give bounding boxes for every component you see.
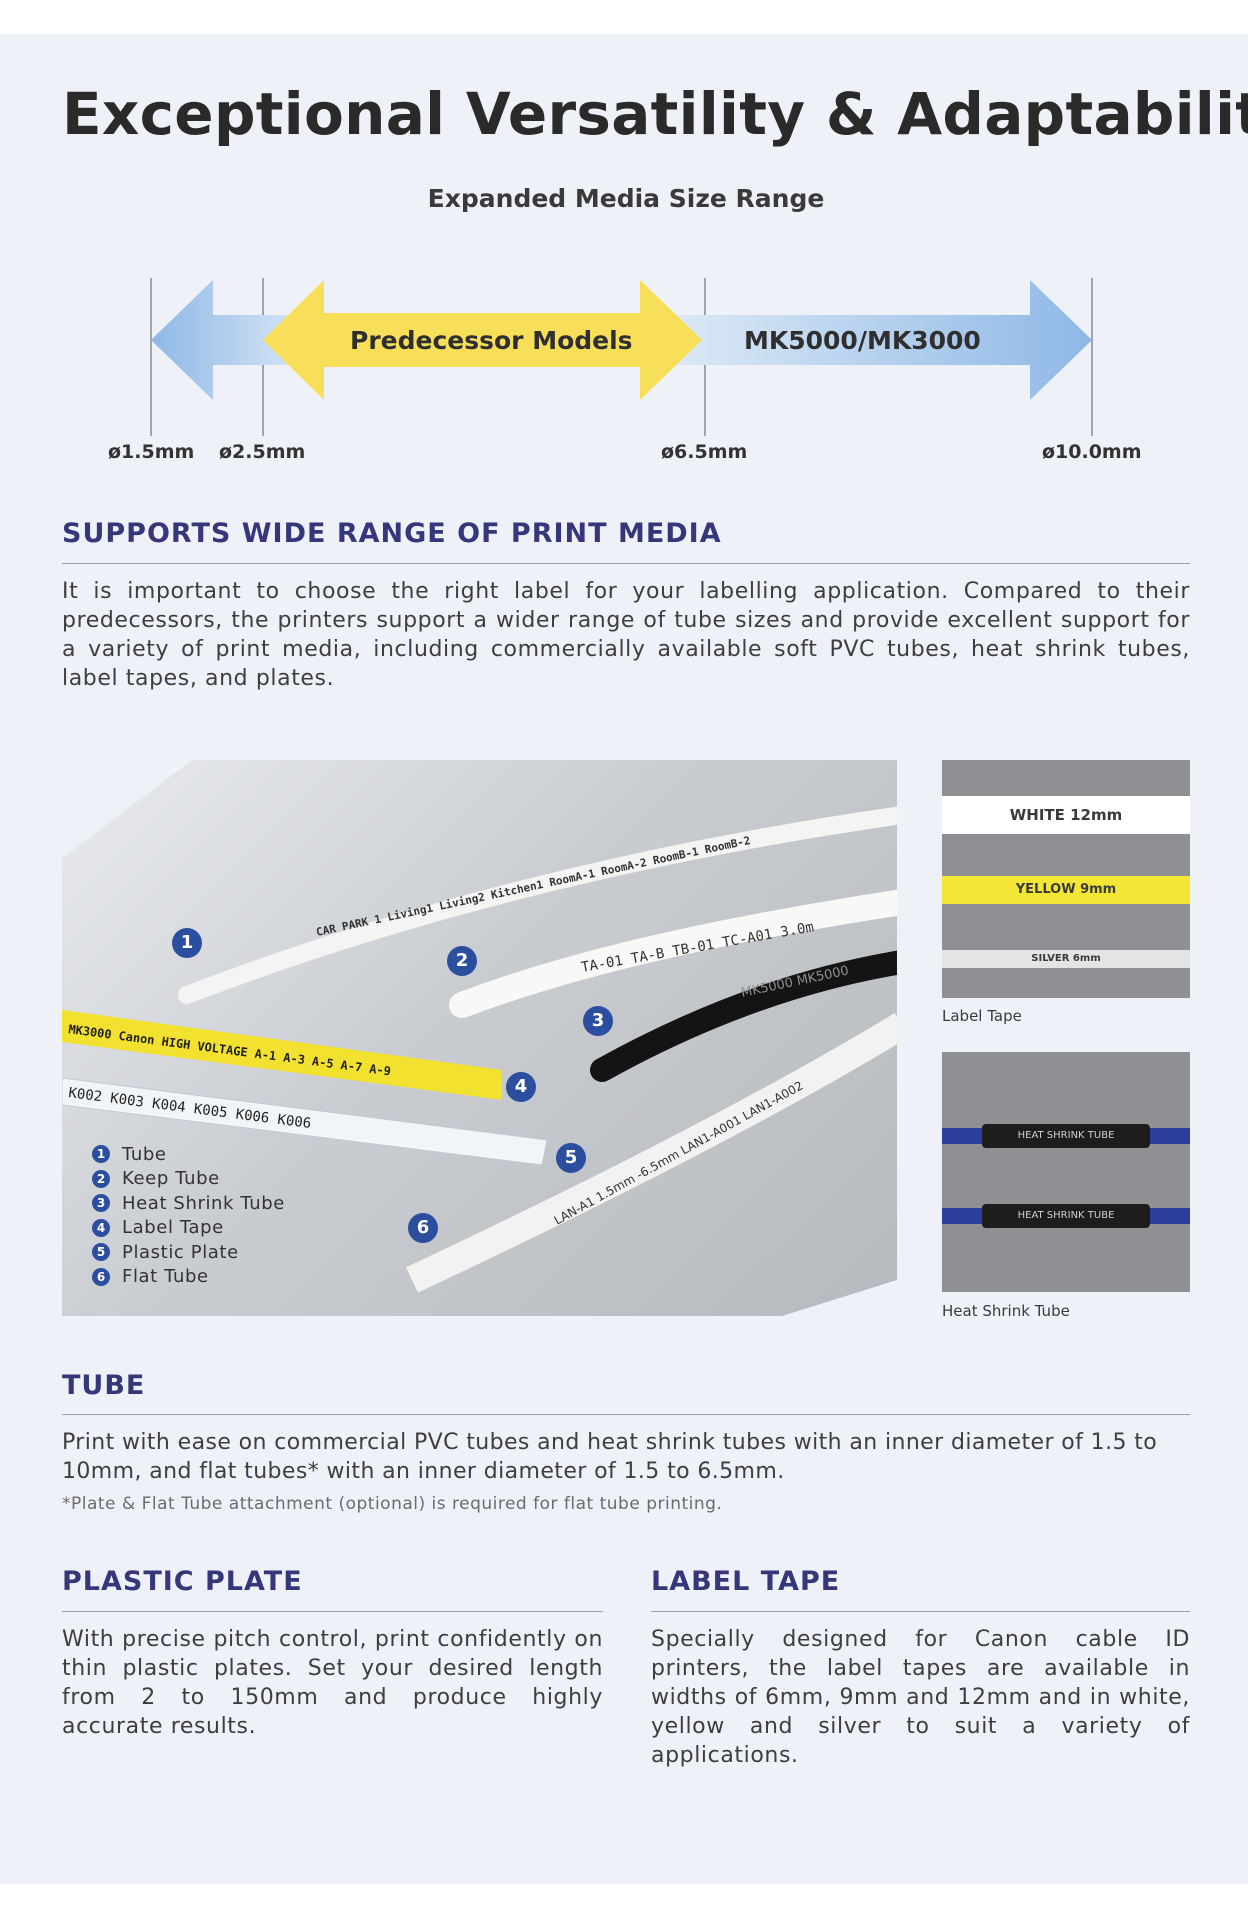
label-tape-strip: [62, 1010, 502, 1100]
legend-label: Flat Tube: [122, 1266, 209, 1288]
divider: [62, 1611, 603, 1612]
range-title: Expanded Media Size Range: [427, 184, 825, 213]
left-expanded-arrow: [151, 280, 302, 400]
tube-text: Print with ease on commercial PVC tubes …: [62, 1430, 1158, 1484]
marker-plastic-plate: 5: [556, 1143, 586, 1173]
label-tape-text: Specially designed for Canon cable ID pr…: [651, 1627, 1190, 1768]
legend-label: Keep Tube: [122, 1168, 220, 1190]
legend-item: 6 Flat Tube: [92, 1265, 285, 1290]
right-expanded-arrow: [642, 280, 1092, 400]
label-tape-image: WHITE 12mm YELLOW 9mm SILVER 6mm: [942, 760, 1190, 998]
marker-heat-shrink-tube: 3: [583, 1006, 613, 1036]
media-size-range-diagram: Expanded Media Size Range Predecessor Mo…: [62, 180, 1190, 463]
legend-item: 5 Plastic Plate: [92, 1240, 285, 1265]
flat-tube: [406, 1013, 897, 1293]
print-media-text: It is important to choose the right labe…: [62, 579, 1190, 691]
range-arrows: [150, 278, 1093, 436]
tick-label-1-5: ø1.5mm: [108, 441, 195, 463]
media-illustration: CAR PARK 1 Living1 Living2 Kitchen1 Room…: [62, 806, 897, 1293]
predecessor-arrow: [263, 280, 702, 400]
white-tape: WHITE 12mm: [942, 796, 1190, 834]
divider: [651, 1611, 1190, 1612]
legend-number: 5: [92, 1243, 110, 1262]
legend-number: 1: [92, 1145, 110, 1164]
legend-item: 3 Heat Shrink Tube: [92, 1191, 285, 1216]
plastic-plate-heading: PLASTIC PLATE: [62, 1566, 303, 1597]
heat-shrink-image: HEAT SHRINK TUBE HEAT SHRINK TUBE: [942, 1052, 1190, 1292]
product-photo: CAR PARK 1 Living1 Living2 Kitchen1 Room…: [62, 760, 897, 1316]
divider: [62, 1414, 1190, 1415]
tube-3: [590, 950, 897, 1082]
legend-number: 2: [92, 1169, 110, 1188]
page-title: Exceptional Versatility & Adaptability: [62, 80, 1248, 148]
tube-note: *Plate & Flat Tube attachment (optional)…: [62, 1494, 723, 1514]
tube-2: [449, 889, 897, 1018]
tube-heading: TUBE: [62, 1370, 146, 1401]
label-tape-heading: LABEL TAPE: [651, 1566, 841, 1597]
flat-tube-print: LAN-A1 1.5mm -6.5mm LAN1-A001 LAN1-A002: [552, 1078, 806, 1227]
heat-shrink-caption: Heat Shrink Tube: [942, 1302, 1070, 1320]
legend-number: 6: [92, 1267, 110, 1286]
current-models-label: MK5000/MK3000: [744, 326, 981, 355]
divider: [62, 563, 1190, 564]
heat-shrink-sleeve: HEAT SHRINK TUBE: [982, 1204, 1150, 1228]
tube-1: [178, 806, 897, 1004]
legend-number: 3: [92, 1194, 110, 1213]
marker-flat-tube: 6: [408, 1213, 438, 1243]
silver-tape: SILVER 6mm: [942, 950, 1190, 968]
print-media-heading: SUPPORTS WIDE RANGE OF PRINT MEDIA: [62, 518, 722, 549]
legend-label: Label Tape: [122, 1217, 224, 1239]
marker-keep-tube: 2: [447, 946, 477, 976]
plastic-plate-text: With precise pitch control, print confid…: [62, 1627, 603, 1739]
legend-item: 4 Label Tape: [92, 1216, 285, 1241]
label-tape-caption: Label Tape: [942, 1007, 1022, 1025]
tick-label-10: ø10.0mm: [1042, 441, 1142, 463]
legend-label: Plastic Plate: [122, 1241, 239, 1263]
predecessor-label: Predecessor Models: [350, 326, 633, 355]
legend-label: Heat Shrink Tube: [122, 1192, 285, 1214]
tick-label-6-5: ø6.5mm: [661, 441, 748, 463]
tick-label-2-5: ø2.5mm: [219, 441, 306, 463]
plastic-plate-strip: [62, 1077, 548, 1166]
legend-item: 2 Keep Tube: [92, 1167, 285, 1192]
yellow-tape: YELLOW 9mm: [942, 876, 1190, 904]
tube-1-print: CAR PARK 1 Living1 Living2 Kitchen1 Room…: [315, 834, 752, 939]
marker-tube: 1: [172, 928, 202, 958]
heat-shrink-sleeve: HEAT SHRINK TUBE: [982, 1124, 1150, 1148]
legend-label: Tube: [122, 1143, 167, 1165]
legend-item: 1 Tube: [92, 1142, 285, 1167]
legend-number: 4: [92, 1218, 110, 1237]
marker-label-tape: 4: [506, 1072, 536, 1102]
media-legend: 1 Tube 2 Keep Tube 3 Heat Shrink Tube 4 Labe…: [92, 1142, 285, 1289]
